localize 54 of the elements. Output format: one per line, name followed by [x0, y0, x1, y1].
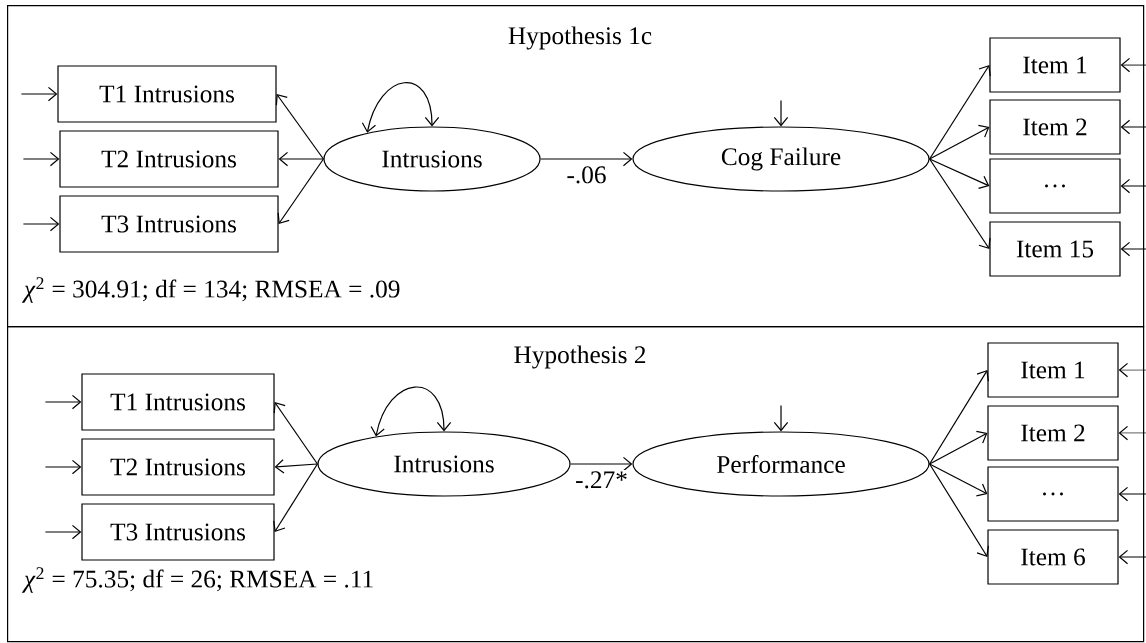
error-arrow: [773, 99, 789, 127]
path-arrow: [275, 94, 324, 160]
path-arrow: [929, 158, 990, 189]
indicator-box: Item 1: [987, 342, 1119, 398]
panel: [7, 326, 1145, 643]
indicator-box: Item 6: [987, 529, 1119, 585]
path-arrow: [273, 402, 318, 465]
path-arrow: [929, 158, 991, 249]
path-arrow: [273, 463, 318, 532]
path-arrow: [929, 463, 989, 557]
path-arrow: [540, 151, 633, 167]
indicator-box: Item 2: [989, 99, 1121, 155]
variance-arrow: [361, 82, 440, 133]
path-arrow: [929, 65, 991, 160]
error-arrow: [1118, 549, 1146, 565]
edge-label: -.06: [565, 164, 608, 185]
indicator-box: Item 15: [989, 221, 1121, 277]
error-arrow: [22, 151, 60, 167]
error-arrow: [773, 404, 789, 432]
path-arrow: [929, 463, 988, 497]
indicator-box: Item 2: [987, 405, 1119, 461]
path-arrow: [929, 370, 989, 465]
indicator-box: T1 Intrusions: [81, 373, 275, 431]
edge-label: -.27*: [573, 469, 630, 490]
error-arrow: [1120, 57, 1146, 73]
indicator-box: …: [987, 466, 1119, 522]
error-arrow: [1120, 178, 1146, 194]
error-arrow: [1118, 486, 1146, 502]
indicator-box: …: [989, 158, 1121, 214]
variance-arrow: [370, 386, 452, 437]
panel: [7, 5, 1145, 328]
path-arrow: [274, 459, 318, 474]
error-arrow: [1120, 241, 1146, 257]
error-arrow: [1120, 119, 1146, 135]
path-arrow: [277, 158, 324, 224]
indicator-box: T1 Intrusions: [57, 65, 277, 123]
error-arrow: [44, 524, 82, 540]
error-arrow: [44, 394, 82, 410]
indicator-box: T2 Intrusions: [81, 438, 275, 496]
indicator-box: T2 Intrusions: [59, 130, 279, 188]
indicator-box: Item 1: [989, 37, 1121, 93]
fit-statistics: χ$^{2}$ = 304.91; df = 134; RMSEA = .09: [21, 277, 400, 303]
panel-title: Hypothesis 1c: [508, 26, 652, 50]
error-arrow: [22, 216, 60, 232]
error-arrow: [44, 459, 82, 475]
path-arrow: [929, 430, 988, 465]
panel-title: Hypothesis 2: [514, 345, 646, 369]
path-arrow: [570, 456, 633, 472]
indicator-box: T3 Intrusions: [59, 195, 279, 253]
fit-statistics: χ$^{2}$ = 75.35; df = 26; RMSEA = .11: [21, 567, 373, 593]
indicator-box: T3 Intrusions: [81, 503, 275, 561]
path-arrow: [278, 151, 324, 167]
path-arrow: [929, 124, 990, 160]
error-arrow: [20, 86, 58, 102]
